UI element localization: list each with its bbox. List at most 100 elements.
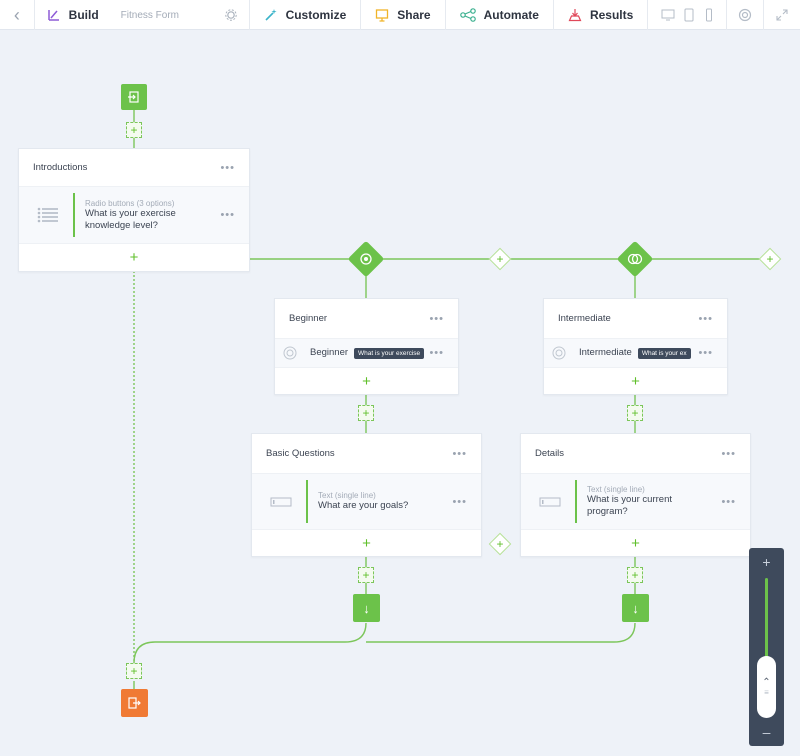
- add-step-button[interactable]: +: [358, 567, 374, 583]
- form-name[interactable]: Fitness Form: [120, 9, 179, 21]
- plus-icon: +: [766, 252, 774, 266]
- share-label: Share: [397, 8, 431, 22]
- more-options-icon[interactable]: •••: [220, 209, 235, 221]
- field-text-single[interactable]: Text (single line) What is your current …: [521, 474, 750, 529]
- plus-icon: +: [496, 537, 504, 551]
- add-step-button[interactable]: +: [126, 663, 142, 679]
- field-text-single[interactable]: Text (single line) What are your goals? …: [252, 474, 481, 529]
- zoom-out-button[interactable]: –: [762, 724, 771, 740]
- next-step-node[interactable]: ↓: [353, 594, 380, 622]
- tablet-icon[interactable]: [683, 8, 695, 22]
- start-node[interactable]: [121, 84, 147, 110]
- share-screen-icon: [376, 9, 389, 22]
- more-options-icon[interactable]: •••: [452, 495, 467, 508]
- text-input-icon: [270, 497, 292, 506]
- add-step-button[interactable]: +: [627, 405, 643, 421]
- node-introductions[interactable]: Introductions ••• Radio buttons (3 optio…: [18, 148, 250, 272]
- condition-tag: What is your exercise: [354, 347, 425, 359]
- customize-label: Customize: [285, 8, 347, 22]
- field-accent-bar: [575, 480, 577, 523]
- more-options-icon[interactable]: •••: [698, 347, 713, 359]
- node-title: Intermediate: [558, 313, 611, 324]
- field-type: Radio buttons (3 options): [85, 198, 175, 208]
- field-question: What is your exercise knowledge level?: [85, 207, 176, 231]
- field-accent-bar: [73, 193, 75, 237]
- field-type: Text (single line): [587, 485, 645, 494]
- node-header: Details •••: [521, 434, 750, 474]
- condition-icon: [283, 346, 297, 360]
- node-title: Details: [535, 448, 565, 459]
- desktop-icon[interactable]: [661, 9, 675, 21]
- field-question: What is your current program?: [587, 494, 672, 517]
- more-options-icon[interactable]: •••: [721, 447, 736, 460]
- add-step-button[interactable]: +: [358, 405, 374, 421]
- add-field-button[interactable]: +: [544, 367, 727, 394]
- more-options-icon[interactable]: •••: [220, 161, 235, 174]
- chevron-left-icon: ‹: [13, 4, 20, 25]
- customize-tab[interactable]: Customize: [250, 0, 362, 30]
- more-options-icon[interactable]: •••: [721, 495, 736, 508]
- condition-icon: [552, 346, 566, 360]
- branch-icon: [622, 246, 648, 272]
- plus-icon: +: [496, 252, 504, 266]
- node-title: Introductions: [33, 162, 88, 173]
- field-type: Text (single line): [318, 491, 376, 500]
- zoom-slider-handle[interactable]: ⌃ ≡: [757, 656, 776, 718]
- gear-icon[interactable]: [224, 9, 237, 21]
- more-options-icon[interactable]: •••: [698, 312, 713, 325]
- add-step-button[interactable]: +: [126, 122, 142, 138]
- expand-icon: [776, 9, 788, 21]
- results-tab[interactable]: Results: [554, 0, 649, 30]
- condition-label: Beginner: [310, 347, 349, 358]
- add-field-button[interactable]: +: [275, 367, 458, 394]
- node-header: Basic Questions •••: [252, 434, 481, 474]
- field-accent-bar: [306, 480, 308, 523]
- build-tab[interactable]: Build Fitness Form: [35, 0, 250, 30]
- condition-label: Intermediate: [579, 347, 632, 358]
- arrow-down-icon: ↓: [363, 600, 370, 616]
- flow-canvas[interactable]: + Introductions ••• Radio buttons (3 opt…: [0, 31, 800, 756]
- drag-lines-icon: ≡: [764, 688, 769, 697]
- fullscreen-button[interactable]: [764, 0, 800, 30]
- lifebuoy-icon: [738, 8, 751, 22]
- field-question: What are your goals?: [318, 500, 409, 511]
- build-icon: [47, 10, 59, 21]
- branch-condition[interactable]: Beginner What is your exercise •••: [275, 339, 458, 367]
- node-beginner[interactable]: Beginner ••• Beginner What is your exerc…: [274, 298, 459, 395]
- branch-icon: [353, 246, 379, 272]
- magic-wand-icon: [264, 9, 277, 21]
- add-field-button[interactable]: +: [521, 529, 750, 557]
- help-button[interactable]: [727, 0, 764, 30]
- node-header: Intermediate •••: [544, 299, 727, 339]
- more-options-icon[interactable]: •••: [429, 347, 444, 359]
- zoom-in-button[interactable]: +: [762, 554, 771, 570]
- add-field-button[interactable]: +: [19, 243, 249, 271]
- branch-condition[interactable]: Intermediate What is your ex •••: [544, 339, 727, 367]
- field-radio[interactable]: Radio buttons (3 options) What is your e…: [19, 187, 249, 243]
- next-step-node[interactable]: ↓: [622, 594, 649, 622]
- add-field-button[interactable]: +: [252, 529, 481, 557]
- share-tab[interactable]: Share: [361, 0, 446, 30]
- automate-tab[interactable]: Automate: [446, 0, 554, 30]
- text-input-icon: [539, 497, 561, 506]
- top-toolbar: ‹ Build Fitness Form Customize Share Aut…: [0, 0, 800, 30]
- back-button[interactable]: ‹: [0, 0, 35, 30]
- double-chevron-up-icon: ⌃: [762, 677, 771, 688]
- results-label: Results: [589, 8, 634, 22]
- arrow-down-icon: ↓: [632, 600, 639, 616]
- more-options-icon[interactable]: •••: [452, 447, 467, 460]
- more-options-icon[interactable]: •••: [429, 312, 444, 325]
- node-details[interactable]: Details ••• Text (single line) What is y…: [520, 433, 751, 557]
- add-step-button[interactable]: +: [627, 567, 643, 583]
- node-title: Basic Questions: [266, 448, 335, 459]
- end-node[interactable]: [121, 689, 148, 717]
- node-basic-questions[interactable]: Basic Questions ••• Text (single line) W…: [251, 433, 482, 557]
- zoom-track[interactable]: [765, 578, 768, 708]
- node-intermediate[interactable]: Intermediate ••• Intermediate What is yo…: [543, 298, 728, 395]
- device-preview-group: [648, 0, 728, 30]
- exit-icon: [128, 697, 141, 709]
- condition-tag: What is your ex: [637, 347, 691, 359]
- enter-icon: [128, 91, 139, 103]
- phone-icon[interactable]: [704, 8, 714, 22]
- results-icon: [568, 9, 582, 22]
